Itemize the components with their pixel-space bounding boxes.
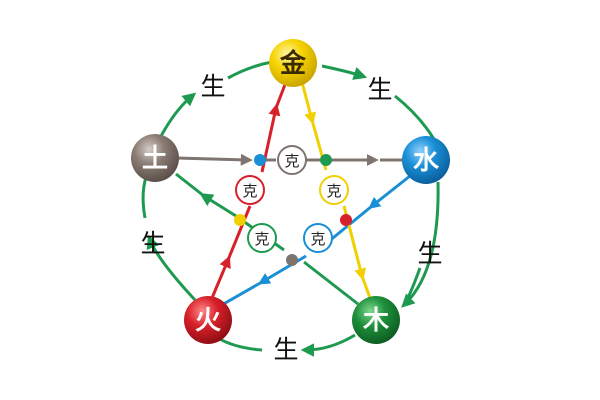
ke-edge-wood-earth-mid2 (199, 193, 237, 218)
intersection-dot-gray (286, 254, 298, 266)
node-metal-label: 金 (279, 48, 307, 79)
sheng-arc-fire-earth (146, 234, 197, 302)
ke-label-lower-right: 克 (303, 223, 333, 253)
sheng-label-bottom: 生 (273, 335, 298, 364)
node-metal: 金 (269, 39, 317, 87)
node-water: 水 (402, 136, 450, 184)
ke-label-text-lower-left: 克 (254, 230, 269, 248)
ke-label-upper-left: 克 (235, 175, 265, 205)
sheng-labels: 生 生 生 生 生 (140, 72, 442, 364)
ke-intersections (234, 154, 352, 266)
sheng-label-top-left: 生 (200, 72, 225, 101)
ke-label-upper-right: 克 (319, 175, 349, 205)
ke-edge-water-fire-end (219, 280, 263, 308)
node-fire-label: 火 (195, 306, 221, 336)
ke-label-text-top: 克 (284, 152, 299, 170)
ke-edge-wood-earth-end (175, 172, 205, 198)
element-nodes: 金 水 木 火 土 (131, 39, 450, 344)
sheng-arc-tail-3 (403, 267, 422, 305)
node-wood: 木 (352, 296, 400, 344)
ke-label-top: 克 (277, 145, 307, 175)
node-wood-label: 木 (362, 306, 389, 336)
ke-edge-metal-wood-end (360, 275, 372, 299)
ke-label-text-upper-right: 克 (326, 182, 341, 200)
node-earth-label: 土 (142, 144, 168, 174)
sheng-arc-tail-1 (227, 60, 273, 80)
sheng-label-right: 生 (417, 239, 442, 268)
ke-edge-fire-metal (210, 255, 231, 299)
ke-edge-metal-wood (300, 81, 316, 125)
ke-label-text-lower-right: 克 (310, 230, 325, 248)
ke-label-text-upper-left: 克 (242, 182, 257, 200)
ke-edge-fire-metal-mid (226, 205, 252, 261)
sheng-arc-tail-4 (217, 336, 263, 352)
intersection-dot-green (320, 154, 332, 166)
ke-edge-earth-water (175, 153, 253, 166)
sheng-label-top-right: 生 (367, 75, 392, 104)
ke-edge-wood-earth (303, 260, 359, 306)
intersection-dot-yellow (234, 214, 246, 226)
ke-edge-fire-metal-end (274, 81, 288, 109)
ke-cycle (175, 81, 411, 308)
sheng-label-left: 生 (140, 229, 165, 258)
node-earth: 土 (131, 134, 179, 182)
ke-edge-water-fire (368, 174, 411, 209)
ke-labels: 克 克 克 克 克 (235, 145, 349, 253)
sheng-arc-wood-fire (300, 333, 356, 357)
ke-edge-water-fire-mid2 (257, 254, 307, 285)
node-fire: 火 (184, 296, 232, 344)
node-water-label: 水 (413, 146, 440, 176)
sheng-arc-water-wood (401, 181, 440, 308)
intersection-dot-red (340, 214, 352, 226)
ke-label-lower-left: 克 (247, 223, 277, 253)
sheng-arc-metal-water (321, 64, 368, 80)
sheng-arc-earth-metal (158, 92, 197, 139)
intersection-dot-blue (254, 154, 266, 166)
